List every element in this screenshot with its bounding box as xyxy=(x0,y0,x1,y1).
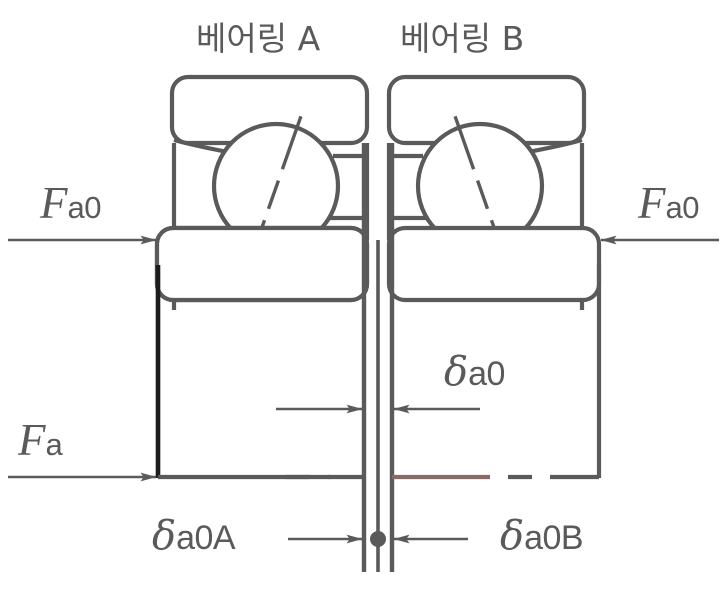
bearing-b-inner-race-fill xyxy=(391,230,597,298)
bearing-a-inner-race-outline xyxy=(154,225,370,303)
axial-force-subscript: a xyxy=(45,427,63,462)
bearing-a-group xyxy=(154,74,370,310)
bearing-a-inner-race-fill xyxy=(159,230,365,298)
delta-a0A-symbol: δ xyxy=(152,513,177,559)
preload-force-right-symbol: F xyxy=(638,178,666,228)
axial-force-symbol: F xyxy=(18,415,46,465)
preload-force-left-label: Fa0 xyxy=(40,181,101,226)
delta-a0A-label: δa0A xyxy=(152,513,236,559)
delta-a0-label: δa0 xyxy=(444,352,505,392)
shaft-center-point xyxy=(370,531,386,547)
delta-a0-subscript: a0 xyxy=(468,355,505,393)
preload-force-right-subscript: a0 xyxy=(665,190,700,225)
bearing-b-group xyxy=(386,74,602,310)
bearing-b-title: 베어링 B xyxy=(400,19,525,58)
delta-a0B-label: δa0B xyxy=(500,513,584,559)
axial-force-label: Fa xyxy=(18,415,63,465)
preload-force-right-label: Fa0 xyxy=(638,181,699,226)
delta-a0B-symbol: δ xyxy=(500,513,525,559)
bearing-a-title: 베어링 A xyxy=(196,19,321,58)
bearing-b-inner-race-outline xyxy=(386,225,602,303)
preload-force-left-subscript: a0 xyxy=(67,190,102,225)
delta-a0A-subscript: a0A xyxy=(176,519,236,557)
preload-force-left-symbol: F xyxy=(40,178,68,228)
delta-a0-symbol: δ xyxy=(444,349,469,395)
delta-a0B-subscript: a0B xyxy=(524,519,584,557)
